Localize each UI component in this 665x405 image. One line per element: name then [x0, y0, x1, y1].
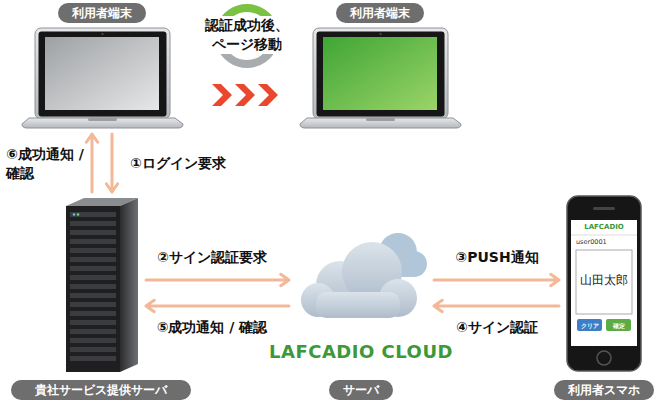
smartphone — [571, 220, 637, 346]
screen-text: 確定 — [613, 319, 625, 332]
laptop-right — [300, 28, 461, 128]
laptop-left — [22, 118, 183, 128]
screen-text: user0001 — [576, 238, 607, 247]
server-tower — [66, 198, 138, 372]
drive-bays — [70, 284, 116, 289]
drive-bays — [70, 230, 116, 235]
screen-text: 山田太郎 — [580, 272, 628, 288]
drive-bays — [70, 221, 116, 226]
drive-bays — [70, 239, 116, 244]
screen-text: LAFCADIO — [584, 223, 624, 232]
laptop-left — [39, 32, 167, 117]
drive-bays — [70, 320, 116, 325]
flow-arrow — [434, 274, 559, 285]
screen-text: クリア — [581, 319, 599, 332]
device-label: 利用者スマホ — [554, 380, 654, 400]
server-tower — [77, 213, 80, 216]
laptop-right — [317, 32, 445, 117]
device-label: サーバ — [329, 380, 393, 400]
drive-bays — [70, 212, 116, 217]
smartphone — [593, 207, 615, 210]
laptop-left — [22, 28, 183, 128]
step-label: ②サイン認証要求 — [155, 248, 269, 267]
laptop-right — [323, 37, 437, 110]
smartphone — [577, 319, 602, 331]
drive-bays — [70, 329, 116, 334]
flow-arrow — [106, 134, 117, 192]
laptop-right — [300, 118, 461, 128]
laptop-left — [101, 33, 103, 35]
smartphone — [567, 196, 641, 371]
chevron-arrow — [212, 84, 278, 106]
device: 貴社サービス提供サーバ — [62, 198, 140, 372]
server-tower — [73, 213, 76, 216]
drive-bays — [70, 257, 116, 262]
drive-bays — [70, 311, 116, 316]
device-label: 利用者端末 — [336, 3, 424, 23]
drive-bays — [70, 266, 116, 271]
device: 利用者端末 — [300, 28, 460, 128]
laptop-left — [35, 28, 170, 119]
smartphone — [597, 351, 611, 365]
cloud-shape — [301, 233, 427, 318]
step-label: ①ログイン要求 — [128, 154, 228, 173]
smartphone — [571, 235, 637, 236]
laptop-left — [88, 118, 117, 121]
device: 利用者端末 — [22, 28, 182, 128]
drive-bays — [70, 275, 116, 280]
device: LAFCADIO CLOUDサーバ — [295, 228, 428, 322]
server-tower — [66, 206, 120, 372]
flow-arrow — [86, 134, 97, 192]
cloud-logo: LAFCADIO CLOUD — [269, 341, 453, 363]
drive-bays — [70, 212, 116, 361]
step-label: ④サイン認証 — [454, 318, 540, 337]
laptop-right — [313, 28, 448, 119]
step-label: ③PUSH通知 — [453, 248, 540, 267]
cloud-shape — [301, 242, 417, 318]
flow-arrow — [146, 300, 289, 311]
flow-arrow — [146, 274, 289, 285]
laptop-right — [379, 33, 381, 35]
drive-bays — [70, 248, 116, 253]
smartphone — [606, 319, 631, 331]
cloud-shape — [316, 292, 400, 318]
step-label: 認証成功後、 ページ移動 — [199, 16, 295, 54]
server-tower — [120, 198, 138, 372]
drive-bays — [70, 302, 116, 307]
drive-bays — [70, 347, 116, 352]
step-label: ⑤成功通知 / 確認 — [155, 318, 270, 337]
smartphone — [576, 250, 632, 314]
device-label: 利用者端末 — [58, 3, 146, 23]
laptop-right — [366, 118, 395, 121]
step-label: ⑥成功通知 /確認 — [4, 145, 86, 183]
drive-bays — [70, 356, 116, 361]
drive-bays — [70, 293, 116, 298]
laptop-left — [45, 37, 159, 110]
drive-bays — [70, 338, 116, 343]
device-label: 貴社サービス提供サーバ — [11, 380, 191, 400]
smartphone — [567, 196, 641, 371]
flow-arrow — [434, 300, 559, 311]
